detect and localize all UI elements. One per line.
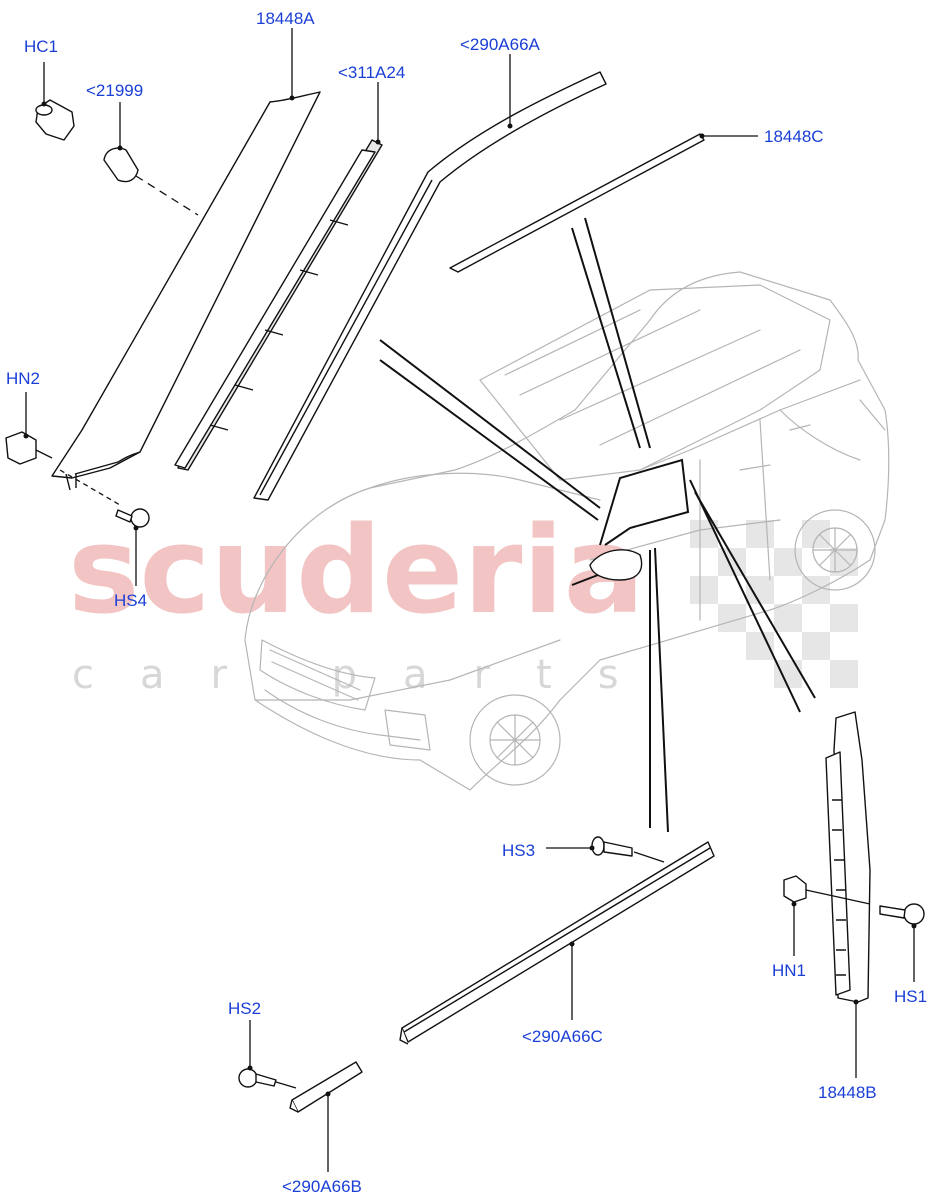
part-290a66b-small-moulding[interactable] (289, 1061, 363, 1113)
callout-hs1[interactable]: HS1 (894, 987, 927, 1006)
fastener-hs3-screw[interactable] (591, 836, 665, 863)
callout-290a66a[interactable]: <290A66A (460, 35, 541, 54)
part-18448a-pillar-trim[interactable] (51, 91, 321, 506)
callout-hs2[interactable]: HS2 (228, 999, 261, 1018)
fastener-hs1-screw[interactable] (879, 903, 925, 925)
vehicle-outline (244, 271, 890, 791)
watermark-tagline: car parts (72, 652, 665, 698)
callout-hs3[interactable]: HS3 (502, 841, 535, 860)
part-290a66c-belt-moulding[interactable] (399, 841, 715, 1045)
fastener-hn1-nut[interactable] (783, 875, 871, 905)
callout-hc1[interactable]: HC1 (24, 37, 58, 56)
callout-18448a[interactable]: 18448A (256, 9, 315, 28)
hc1-dash-line (135, 175, 199, 216)
part-290a66a-roof-moulding[interactable] (253, 71, 607, 501)
callout-hs4[interactable]: HS4 (114, 591, 147, 610)
fastener-hn2-nut[interactable] (5, 431, 53, 465)
leader-lines (23, 28, 917, 1172)
watermark: scuderia car parts (68, 502, 858, 698)
pointer-lines (379, 217, 816, 833)
fastener-hs2-screw[interactable] (238, 1068, 297, 1089)
fastener-21999-cap[interactable] (103, 147, 139, 183)
callout-290a66c[interactable]: <290A66C (522, 1027, 603, 1046)
watermark-checker-flag (690, 520, 858, 688)
part-18448b-pillar-trim[interactable] (825, 711, 871, 1003)
callout-311a24[interactable]: <311A24 (338, 63, 405, 82)
callout-21999[interactable]: <21999 (86, 81, 143, 100)
part-18448c-strip[interactable] (449, 133, 705, 273)
fastener-hs4-screw[interactable] (115, 508, 150, 528)
part-311a24-seal-strip[interactable] (174, 139, 383, 471)
watermark-brand: scuderia (68, 502, 645, 641)
callout-hn1[interactable]: HN1 (772, 961, 806, 980)
callout-290a66b[interactable]: <290A66B (282, 1177, 362, 1196)
callout-18448b[interactable]: 18448B (818, 1083, 877, 1102)
callout-labels: HC1 <21999 18448A <311A24 <290A66A 18448… (6, 9, 927, 1196)
callout-hn2[interactable]: HN2 (6, 369, 40, 388)
fastener-hc1-clip[interactable] (35, 99, 75, 141)
callout-18448c[interactable]: 18448C (764, 127, 824, 146)
